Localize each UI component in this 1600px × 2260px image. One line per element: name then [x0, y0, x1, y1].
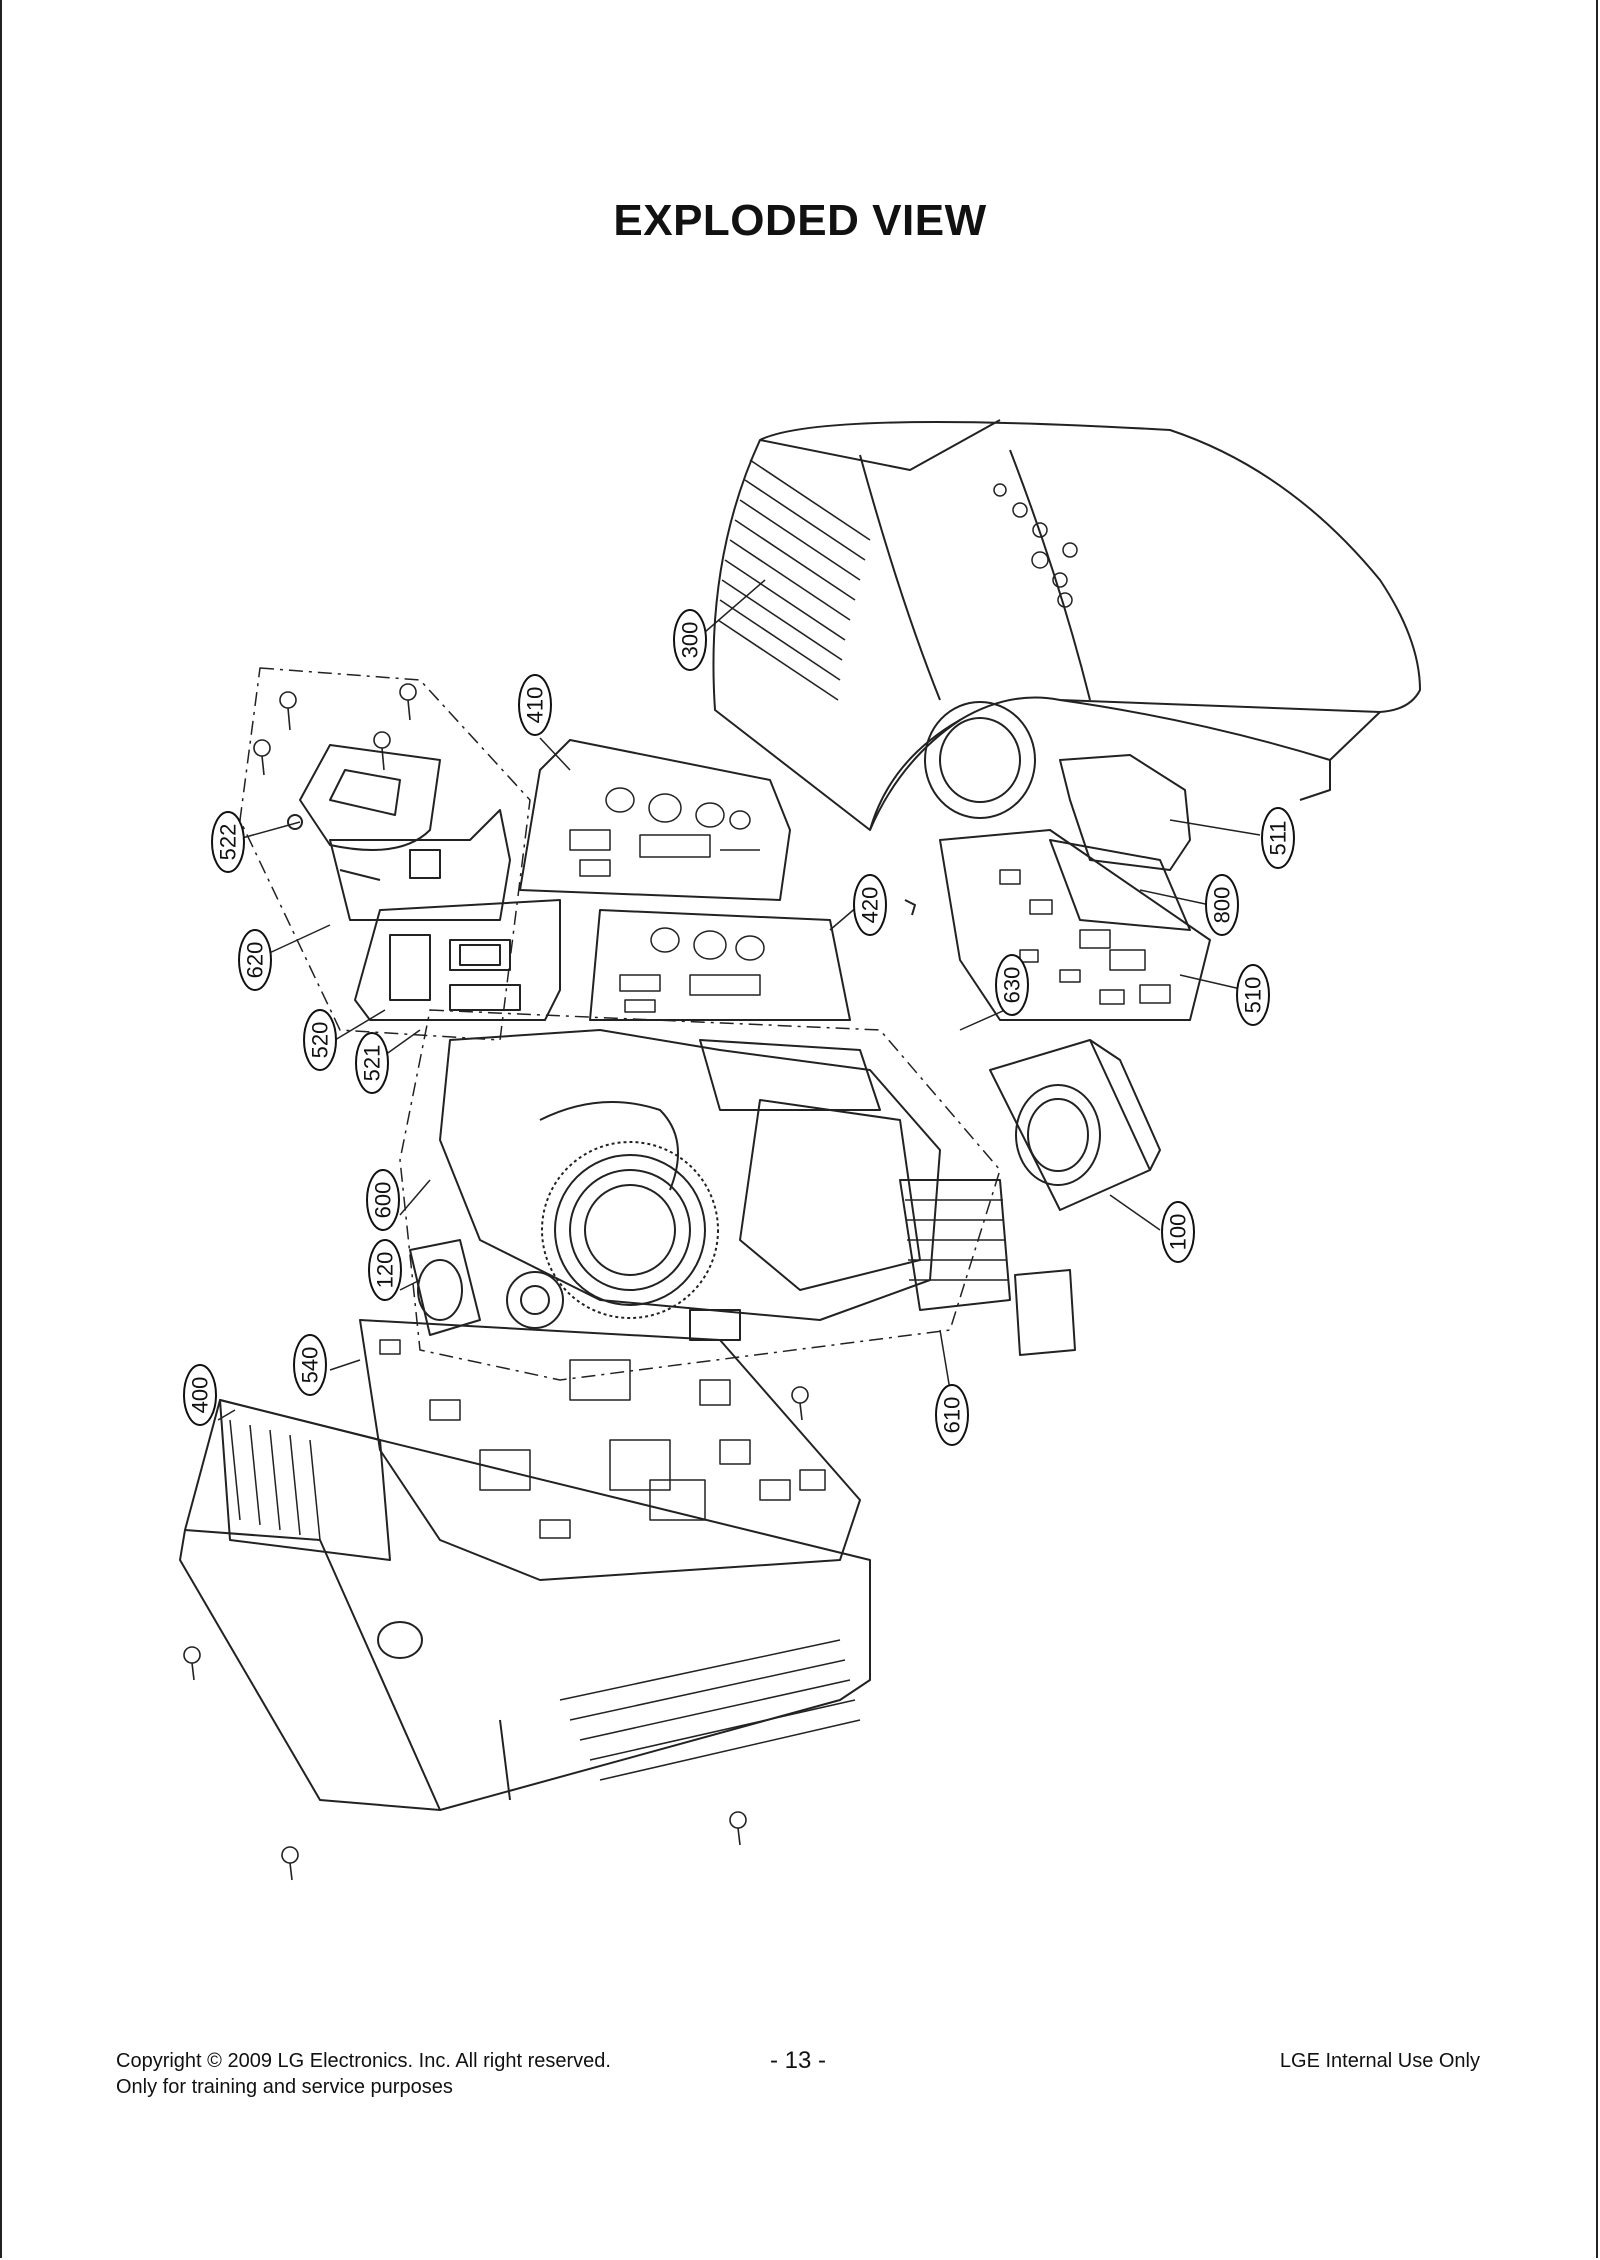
callout-optical-engine: 600 [366, 1169, 400, 1231]
callout-fan-assembly: 100 [1161, 1201, 1195, 1263]
optical-engine-drawing [439, 1029, 941, 1341]
footer-left: Copyright © 2009 LG Electronics. Inc. Al… [116, 2048, 611, 2100]
rear-label-plate-drawing [589, 909, 851, 1021]
panel-board-drawing [329, 809, 511, 921]
callout-label: 511 [1266, 820, 1291, 855]
callout-oval [211, 811, 245, 873]
callout-oval [1161, 1201, 1195, 1263]
internal-use-text: LGE Internal Use Only [1279, 2050, 1480, 2072]
callout-label: 610 [940, 1397, 965, 1434]
callout-oval [1205, 874, 1239, 936]
callout-label: 540 [298, 1347, 323, 1384]
callout-oval [935, 1384, 969, 1446]
callout-rear-panel: 410 [518, 674, 552, 736]
heatsink-drawing [899, 1179, 1076, 1356]
callout-oval [853, 874, 887, 936]
bottom-cabinet-drawing [179, 1399, 871, 1811]
callout-blower-fan: 120 [368, 1239, 402, 1301]
callout-bottom-cabinet: 400 [183, 1364, 217, 1426]
callout-label: 410 [523, 687, 548, 724]
callout-label: 522 [216, 824, 241, 861]
callout-bracket-plate: 522 [211, 811, 245, 873]
callout-label: 420 [858, 887, 883, 924]
callout-label: 520 [308, 1022, 333, 1059]
callouts: 300 410 522 620 520 521 420 630 511 800 510 600 100 1… [183, 609, 1295, 1446]
callout-oval [673, 609, 707, 671]
copyright-text: Copyright © 2009 LG Electronics. Inc. Al… [116, 2050, 611, 2072]
page-title: EXPLODED VIEW [613, 196, 987, 245]
bracket-plate-drawing [253, 683, 441, 851]
purpose-text: Only for training and service purposes [116, 2076, 453, 2098]
callout-jack-board: 520 [303, 1009, 337, 1071]
callout-engine-cover: 630 [995, 954, 1029, 1016]
callout-shield: 521 [355, 1032, 389, 1094]
page-number: - 13 - [770, 2047, 827, 2074]
callout-label: 620 [243, 942, 268, 979]
callout-main-board: 540 [293, 1334, 327, 1396]
callout-label: 300 [678, 622, 703, 659]
callout-label: 400 [188, 1377, 213, 1414]
callout-rear-label-plate: 420 [853, 874, 887, 936]
callout-oval [238, 929, 272, 991]
callout-oval [293, 1334, 327, 1396]
callout-label: 510 [1241, 977, 1266, 1014]
callout-power-board: 510 [1236, 964, 1270, 1026]
fan-assembly-drawing [989, 1039, 1161, 1211]
main-board-drawing [359, 1319, 861, 1581]
jack-board-drawing [354, 899, 561, 1021]
callout-top-cover: 300 [673, 609, 707, 671]
callout-oval [368, 1239, 402, 1301]
callout-oval [1261, 807, 1295, 869]
callout-panel-board: 620 [238, 929, 272, 991]
callout-switch-board: 511 [1261, 807, 1295, 869]
callout-oval [355, 1032, 389, 1094]
callout-label: 600 [371, 1182, 396, 1219]
callout-heatsink: 610 [935, 1384, 969, 1446]
callout-label: 100 [1166, 1214, 1191, 1251]
callout-oval [303, 1009, 337, 1071]
top-cover-drawing [712, 419, 1421, 831]
callout-insulator-sheet: 800 [1205, 874, 1239, 936]
callout-label: 630 [1000, 967, 1025, 1004]
callout-label: 521 [360, 1045, 385, 1082]
callout-oval [183, 1364, 217, 1426]
callout-oval [366, 1169, 400, 1231]
loose-screws [183, 1386, 809, 1881]
blower-fan-drawing [409, 1239, 481, 1336]
callout-label: 800 [1210, 887, 1235, 924]
engine-boundary [399, 1009, 1001, 1381]
callout-oval [518, 674, 552, 736]
power-board-drawing [904, 754, 1211, 1021]
callout-label: 120 [373, 1252, 398, 1289]
rear-panel-drawing [519, 739, 791, 901]
callout-oval [995, 954, 1029, 1016]
callout-oval [1236, 964, 1270, 1026]
